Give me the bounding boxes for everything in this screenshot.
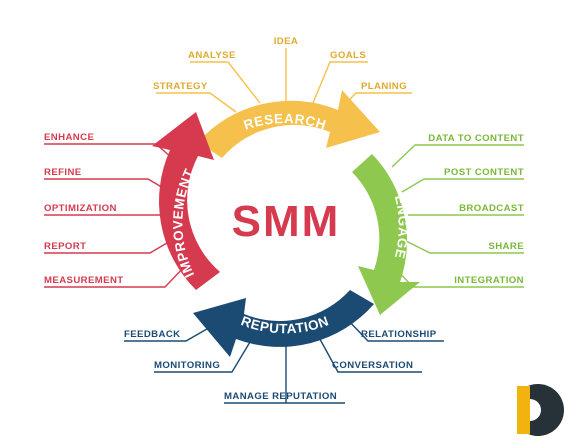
improvement-arc xyxy=(152,112,220,290)
reputation-item-monitoring: MONITORING xyxy=(154,360,220,371)
improvement-item: REFINE xyxy=(44,167,82,178)
reputation-item-conversation: CONVERSATION xyxy=(332,360,413,371)
improvement-item: REPORT xyxy=(44,241,86,252)
brand-logo xyxy=(517,384,564,436)
improvement-items: ENHANCE REFINE OPTIMIZATION REPORT MEASU… xyxy=(44,132,124,286)
center-title: SMM xyxy=(232,197,341,246)
improvement-item: OPTIMIZATION xyxy=(44,203,117,214)
engage-item: BROADCAST xyxy=(459,203,524,214)
research-items: IDEA ANALYSE GOALS STRATEGY PLANING xyxy=(153,36,407,92)
improvement-item: MEASUREMENT xyxy=(44,275,124,286)
engage-item: DATA TO CONTENT xyxy=(428,133,524,144)
reputation-arc xyxy=(193,290,374,357)
engage-item: INTEGRATION xyxy=(454,275,524,286)
reputation-items: FEEDBACK MONITORING MANAGE REPUTATION CO… xyxy=(124,329,437,402)
reputation-label: REPUTATION xyxy=(239,313,331,336)
reputation-item-relationship: RELATIONSHIP xyxy=(361,329,437,340)
research-item-goals: GOALS xyxy=(330,50,366,61)
research-item-planing: PLANING xyxy=(361,81,407,92)
reputation-item-feedback: FEEDBACK xyxy=(124,329,181,340)
improvement-item: ENHANCE xyxy=(44,132,94,143)
engage-items: DATA TO CONTENT POST CONTENT BROADCAST S… xyxy=(428,133,524,286)
reputation-item-manage: MANAGE REPUTATION xyxy=(224,391,337,402)
engage-item: POST CONTENT xyxy=(444,167,524,178)
reputation-connectors xyxy=(124,317,444,404)
research-item-idea: IDEA xyxy=(274,36,299,47)
engage-arc xyxy=(352,154,420,315)
research-item-analyse: ANALYSE xyxy=(188,50,236,61)
engage-item: SHARE xyxy=(488,241,524,252)
research-item-strategy: STRATEGY xyxy=(153,81,208,92)
research-arc xyxy=(198,90,380,158)
